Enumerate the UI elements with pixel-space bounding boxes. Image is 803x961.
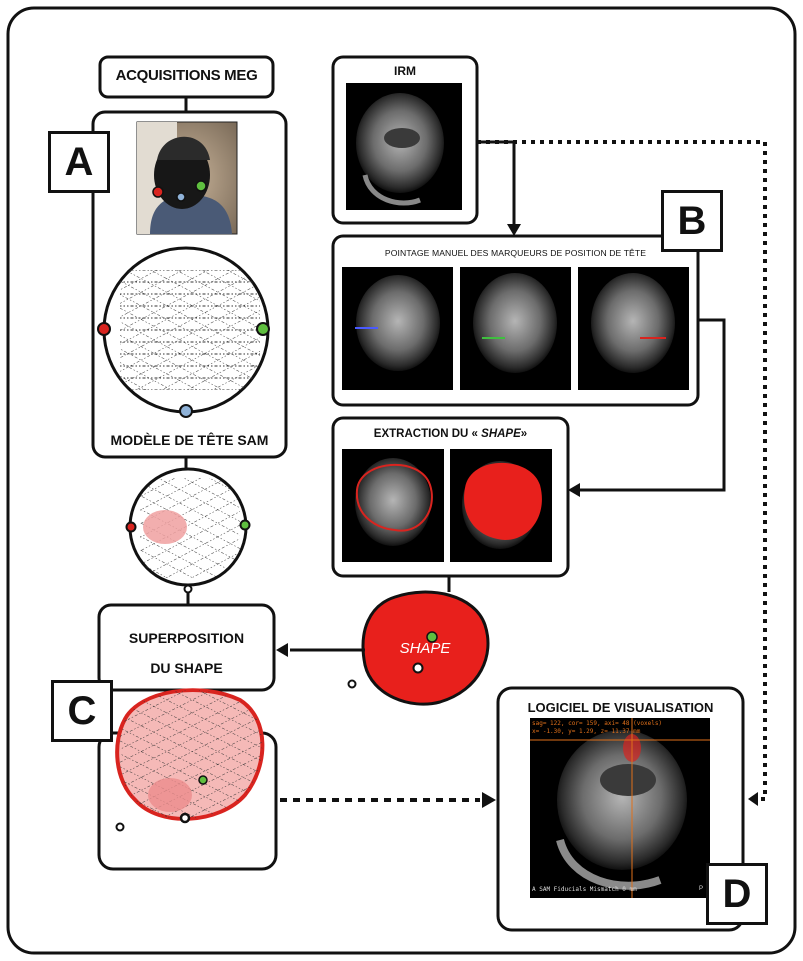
superposition-box bbox=[97, 603, 276, 692]
shape-blob-label: SHAPE bbox=[399, 640, 451, 657]
viewer-coordinates-line1: sag= 122, cor= 159, axi= 48 (voxels) bbox=[532, 720, 663, 727]
panel-letter-c: C bbox=[51, 680, 113, 742]
superposition-label-line1: SUPERPOSITION bbox=[128, 630, 245, 646]
extraction-scan-images bbox=[342, 449, 552, 562]
extraction-label: EXTRACTION DU « SHAPE» bbox=[373, 428, 528, 440]
pointage-label: POINTAGE MANUEL DES MARQUEURS DE POSITIO… bbox=[384, 248, 647, 258]
irm-label: IRM bbox=[394, 64, 416, 78]
logiciel-label: LOGICIEL DE VISUALISATION bbox=[527, 700, 714, 715]
acquisitions-meg-label: ACQUISITIONS MEG bbox=[115, 67, 258, 84]
dotted-arrow-head-result-to-viewer bbox=[482, 792, 496, 808]
meg-sensor-grid bbox=[97, 246, 270, 418]
modele-sam-label: MODÈLE DE TÊTE SAM bbox=[110, 432, 269, 448]
arrow-head-pointage-to-extraction bbox=[568, 483, 580, 497]
pointage-scan-images bbox=[342, 267, 689, 390]
shape-blob bbox=[361, 590, 490, 706]
panel-letter-d: D bbox=[706, 863, 768, 925]
arrow-head-shape-to-superposition bbox=[276, 643, 288, 657]
viewer-coordinates-line2: x= -1.30, y= 1.29, z= 11.37 mm bbox=[532, 728, 641, 735]
fiducial-marker bbox=[347, 679, 357, 689]
irm-scan-image bbox=[346, 83, 462, 210]
viewer-footer: A SAM Fiducials Mismatch 0 mm bbox=[532, 886, 637, 893]
panel-letter-a: A bbox=[48, 131, 110, 193]
arrow-pointage-to-extraction bbox=[575, 318, 726, 492]
dotted-arrow-irm-to-viewer bbox=[477, 140, 767, 798]
arrow-head-irm-to-pointage bbox=[507, 224, 521, 236]
viewer-corner-label: P bbox=[698, 886, 703, 892]
superposition-label-line2: DU SHAPE bbox=[150, 660, 223, 676]
meg-subject-photo bbox=[136, 121, 238, 235]
visualisation-viewer-screen bbox=[530, 718, 710, 898]
panel-letter-b: B bbox=[661, 190, 723, 252]
superposition-result-figure bbox=[115, 688, 265, 832]
sam-head-model bbox=[125, 467, 251, 594]
